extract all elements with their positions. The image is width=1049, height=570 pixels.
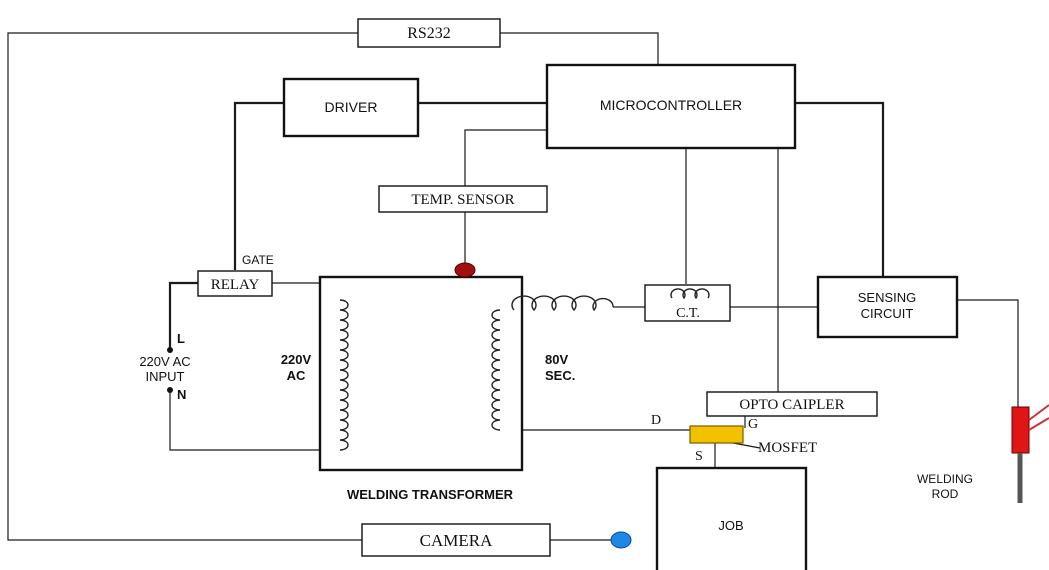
welding-rod-label-line2: ROD	[932, 487, 959, 501]
opto-label: OPTO CAIPLER	[739, 397, 844, 413]
wire-rs232-left	[7, 32, 362, 541]
mosfet-body	[689, 425, 744, 444]
series-inductor	[511, 295, 614, 312]
wire-n-return	[169, 390, 325, 451]
relay-block: RELAY	[197, 270, 273, 297]
label-l: L	[177, 331, 185, 346]
welding-transformer-label: WELDING TRANSFORMER	[347, 487, 514, 502]
welding-transformer	[318, 262, 524, 472]
job-block: JOB	[655, 466, 808, 570]
terminal-n	[167, 387, 173, 393]
rs232-block: RS232	[357, 18, 501, 48]
primary-coil	[339, 299, 349, 451]
mosfet-label: MOSFET	[758, 440, 817, 456]
temp-sensor-dot	[454, 262, 476, 278]
ct-label: C.T.	[676, 306, 700, 321]
welding-rod-label-line1: WELDING	[917, 472, 973, 486]
rs232-label: RS232	[407, 25, 451, 42]
terminal-l	[167, 347, 173, 353]
rod-cable	[1028, 404, 1049, 431]
secondary-coil	[491, 309, 501, 431]
driver-block: DRIVER	[282, 77, 420, 138]
ct-coil	[670, 288, 710, 300]
gate-label: GATE	[242, 253, 274, 267]
sensing-label-line1: SENSING	[858, 290, 917, 305]
gate-pin-label: G	[748, 417, 758, 432]
wire-rs232-micro	[500, 32, 659, 65]
label-n: N	[177, 387, 186, 402]
temp-sensor-label: TEMP. SENSOR	[411, 192, 514, 208]
secondary-label-line2: SEC.	[545, 368, 575, 383]
microcontroller-label: MICROCONTROLLER	[600, 97, 742, 113]
opto-coupler-block: OPTO CAIPLER	[706, 391, 878, 417]
source-label: S	[695, 449, 703, 464]
sensing-circuit-block: SENSING CIRCUIT	[816, 275, 959, 339]
input-label-line1: 220V AC	[139, 354, 190, 369]
welding-rod	[1011, 404, 1049, 503]
microcontroller-block: MICROCONTROLLER	[545, 63, 797, 150]
drain-label: D	[651, 413, 661, 428]
wire-micro-temp	[464, 129, 547, 187]
temp-sensor-block: TEMP. SENSOR	[378, 185, 548, 213]
rod-holder	[1011, 406, 1030, 454]
sensing-label-line2: CIRCUIT	[861, 306, 914, 321]
wire-micro-sensing	[795, 101, 885, 277]
camera-dot	[610, 531, 632, 549]
ct-block: C.T.	[644, 284, 731, 322]
mosfet: MOSFET	[689, 425, 817, 456]
wire-l-relay	[168, 281, 198, 350]
primary-label-line1: 220V	[281, 352, 312, 367]
wire-sensing-rod	[957, 299, 1019, 407]
secondary-label-line1: 80V	[545, 352, 568, 367]
wire-driver-relay	[233, 101, 284, 270]
primary-label-line2: AC	[287, 368, 306, 383]
camera-block: CAMERA	[361, 523, 632, 557]
driver-label: DRIVER	[325, 99, 378, 115]
job-label: JOB	[718, 518, 743, 533]
mosfet-leader	[732, 442, 761, 449]
relay-label: RELAY	[211, 277, 260, 293]
input-label-line2: INPUT	[146, 369, 185, 384]
camera-label: CAMERA	[420, 531, 493, 550]
